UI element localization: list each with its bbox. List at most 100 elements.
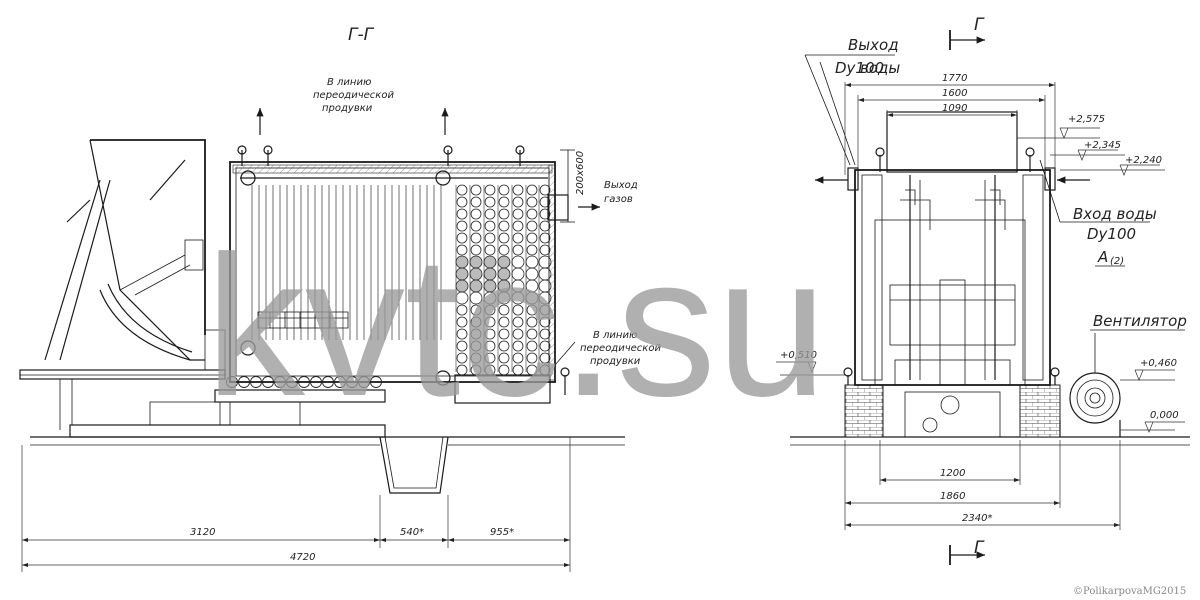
- bundle-tube: [484, 196, 496, 208]
- view-a-sub: (2): [1110, 256, 1124, 267]
- dim-4720: 4720: [290, 552, 315, 563]
- dim-1770: 1770: [942, 73, 967, 84]
- bundle-tube: [470, 220, 482, 232]
- bundle-tube: [455, 291, 469, 305]
- view-a-mark: A (2): [1095, 248, 1125, 267]
- bundle-tube: [484, 328, 496, 340]
- bundle-tube: [470, 340, 482, 352]
- bundle-tube: [498, 316, 510, 328]
- bundle-tube: [526, 244, 538, 256]
- dim-955: 955*: [490, 527, 514, 538]
- bundle-tube: [526, 208, 538, 220]
- collector-tube: [274, 376, 286, 388]
- bundle-tube: [456, 352, 468, 364]
- blowdown-note-right: В линию переодической продувки: [554, 330, 661, 367]
- drain-trench: [379, 436, 449, 494]
- bundle-tube: [498, 220, 510, 232]
- collector-tube: [226, 376, 238, 388]
- level-0460: +0,460: [1140, 358, 1177, 369]
- bundle-tube: [498, 196, 510, 208]
- bundle-tube: [526, 316, 538, 328]
- base-frame: [19, 369, 386, 438]
- note-line: продувки: [322, 103, 373, 114]
- collector-tube: [250, 376, 262, 388]
- bundle-tube: [456, 208, 468, 220]
- level-0510: +0,510: [780, 350, 817, 361]
- dim-1200: 1200: [940, 468, 965, 479]
- bundle-tube: [456, 244, 468, 256]
- dim-2340: 2340*: [962, 513, 992, 524]
- bundle-tube: [484, 184, 496, 196]
- bundle-tube: [539, 244, 551, 256]
- bundle-tube: [512, 244, 524, 256]
- bundle-tube: [470, 232, 482, 244]
- collector-tube: [298, 376, 310, 388]
- collector-tube: [238, 376, 250, 388]
- bundle-tube: [456, 340, 468, 352]
- bundle-tube: [511, 291, 525, 305]
- tube-screen: [251, 185, 442, 340]
- bundle-tube: [512, 304, 524, 316]
- dim-1860: 1860: [940, 491, 965, 502]
- bundle-tube: [526, 232, 538, 244]
- bundle-tube: [539, 184, 551, 196]
- bundle-tube: [456, 196, 468, 208]
- collector-tube: [358, 376, 370, 388]
- brick-foundation-left: [844, 384, 884, 438]
- bundle-tube: [470, 304, 482, 316]
- bundle-tube: [539, 304, 551, 316]
- bundle-tube: [456, 304, 468, 316]
- gas-outlet-duct: 200х600: [547, 149, 600, 223]
- fan-note: Вентилятор: [1090, 312, 1187, 331]
- water-outlet-note: Выход воды Dy100: [804, 36, 900, 166]
- ground-line: [30, 436, 625, 446]
- top-outlets: [237, 108, 525, 166]
- dimensions-left: 3120 540* 955* 4720: [21, 437, 571, 572]
- note-line: Выход: [848, 36, 899, 54]
- bundle-tube: [539, 352, 551, 364]
- bundle-tube: [538, 291, 552, 305]
- bundle-tube: [498, 184, 510, 196]
- bundle-tube: [539, 232, 551, 244]
- bundle-tube: [484, 220, 496, 232]
- bundle-tube: [512, 184, 524, 196]
- bundle-tube: [512, 340, 524, 352]
- level-2240: +2,240: [1125, 155, 1162, 166]
- collector-tube: [322, 376, 334, 388]
- bundle-tube: [498, 244, 510, 256]
- bundle-tube: [526, 352, 538, 364]
- collector-tube: [334, 376, 346, 388]
- bundle-tube: [498, 208, 510, 220]
- note-line: воды: [860, 59, 900, 77]
- bundle-tube: [539, 340, 551, 352]
- bundle-tube: [484, 340, 496, 352]
- section-label: Г-Г: [348, 25, 375, 45]
- bundle-tube: [539, 316, 551, 328]
- note-line: переодической: [580, 343, 661, 354]
- convective-bundle: [455, 184, 552, 376]
- bundle-tube: [497, 291, 511, 305]
- bundle-tube: [539, 328, 551, 340]
- section-mark-label: Г: [974, 538, 985, 558]
- fuel-hopper: [44, 139, 226, 371]
- level-2345: +2,345: [1084, 140, 1121, 151]
- bundle-tube: [539, 196, 551, 208]
- fan-label: Вентилятор: [1093, 312, 1187, 330]
- watermark: kvtc.su: [205, 215, 827, 438]
- fan: [1059, 333, 1121, 437]
- bundle-tube: [456, 328, 468, 340]
- bundle-tube: [484, 244, 496, 256]
- front-view-right: Г Г: [776, 15, 1190, 565]
- bundle-tube: [498, 352, 510, 364]
- level-2575: +2,575: [1068, 114, 1105, 125]
- dimensions-right: 1770 1600 1090 1200 1860 2340*: [844, 73, 1121, 530]
- bottom-collector: [226, 376, 382, 388]
- bundle-tube: [539, 220, 551, 232]
- bundle-tube: [470, 196, 482, 208]
- dim-1090: 1090: [942, 103, 967, 114]
- bundle-tube: [498, 304, 510, 316]
- bundle-tube: [526, 304, 538, 316]
- bundle-tube: [470, 328, 482, 340]
- headers: [240, 170, 548, 386]
- bundle-tube: [526, 328, 538, 340]
